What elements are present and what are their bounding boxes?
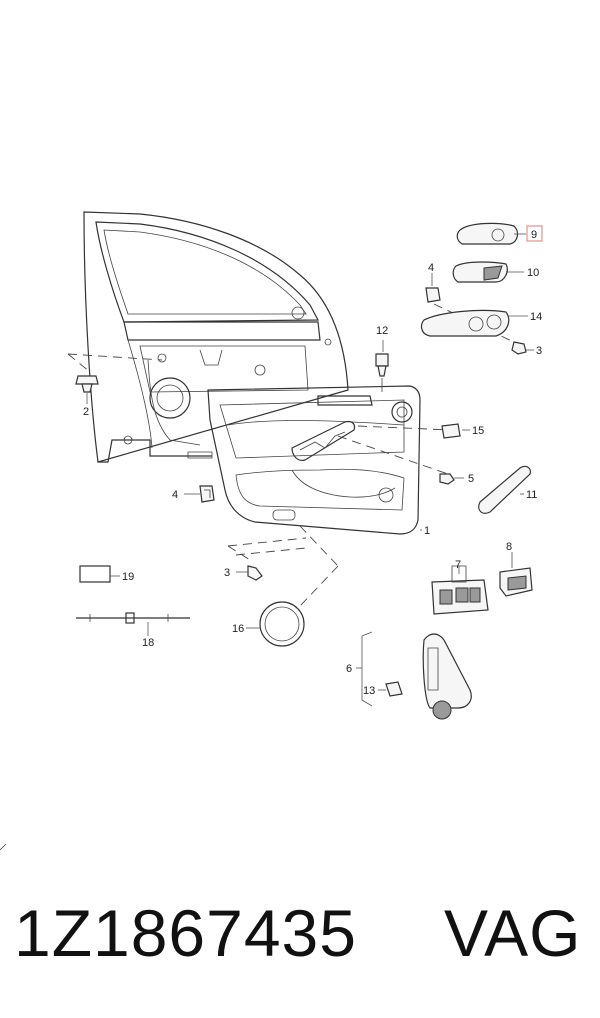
callout-15: 15 (472, 425, 484, 437)
callout-4-right: 4 (428, 262, 434, 274)
label-19 (79, 565, 111, 583)
reference-lines (67, 303, 519, 607)
callout-4-left: 4 (172, 489, 178, 501)
callout-6: 6 (346, 663, 352, 675)
speaker-ring-16 (259, 601, 305, 647)
handle-bezel-14 (420, 309, 510, 337)
brand-name: VAG (444, 896, 582, 970)
callout-7: 7 (455, 559, 461, 571)
callout-3-bottom: 3 (224, 567, 230, 579)
corner-mark (0, 843, 7, 851)
callout-10: 10 (527, 267, 539, 279)
callout-2: 2 (83, 406, 89, 418)
callout-14: 14 (530, 311, 542, 323)
callout-19: 19 (122, 571, 134, 583)
fastener-clip-4-left (199, 485, 215, 503)
mirror-trim-6 (422, 633, 472, 720)
fastener-clip-2 (75, 375, 99, 393)
screw-5 (439, 473, 455, 485)
callout-9: 9 (531, 229, 537, 241)
callout-18: 18 (142, 637, 154, 649)
trim-strip-11 (478, 465, 531, 514)
armrest-switch-carrier (291, 420, 356, 461)
window-switch-7 (431, 565, 489, 615)
callout-8: 8 (506, 541, 512, 553)
cable-18 (76, 612, 190, 624)
callout-13: 13 (363, 685, 375, 697)
callout-1: 1 (424, 525, 430, 537)
clip-4-right (425, 287, 441, 303)
trim-cover-9 (456, 222, 519, 245)
window-regulator (139, 345, 309, 459)
door-trim-panel (207, 385, 421, 535)
trim-cover-10 (452, 261, 508, 283)
switch-8 (499, 567, 533, 597)
screw-3-bottom (247, 565, 263, 581)
callout-5: 5 (468, 473, 474, 485)
part-number: 1Z1867435 (14, 896, 357, 970)
clip-15 (441, 423, 461, 439)
exploded-parts-diagram: 1 2 3 3 4 4 5 6 7 8 9 10 11 12 13 14 15 … (0, 211, 543, 851)
clip-13 (385, 681, 403, 697)
callout-12: 12 (376, 325, 388, 337)
callout-11: 11 (526, 489, 537, 501)
screw-3-top (511, 341, 527, 355)
callout-numbers: 1 2 3 3 4 4 5 6 7 8 9 10 11 12 13 14 15 … (83, 229, 542, 697)
callout-9-highlight (526, 225, 543, 242)
leader-lines (86, 233, 534, 691)
clip-12 (375, 353, 389, 392)
callout-16: 16 (232, 623, 244, 635)
callout-3-top: 3 (536, 345, 542, 357)
door-shell (83, 211, 349, 463)
